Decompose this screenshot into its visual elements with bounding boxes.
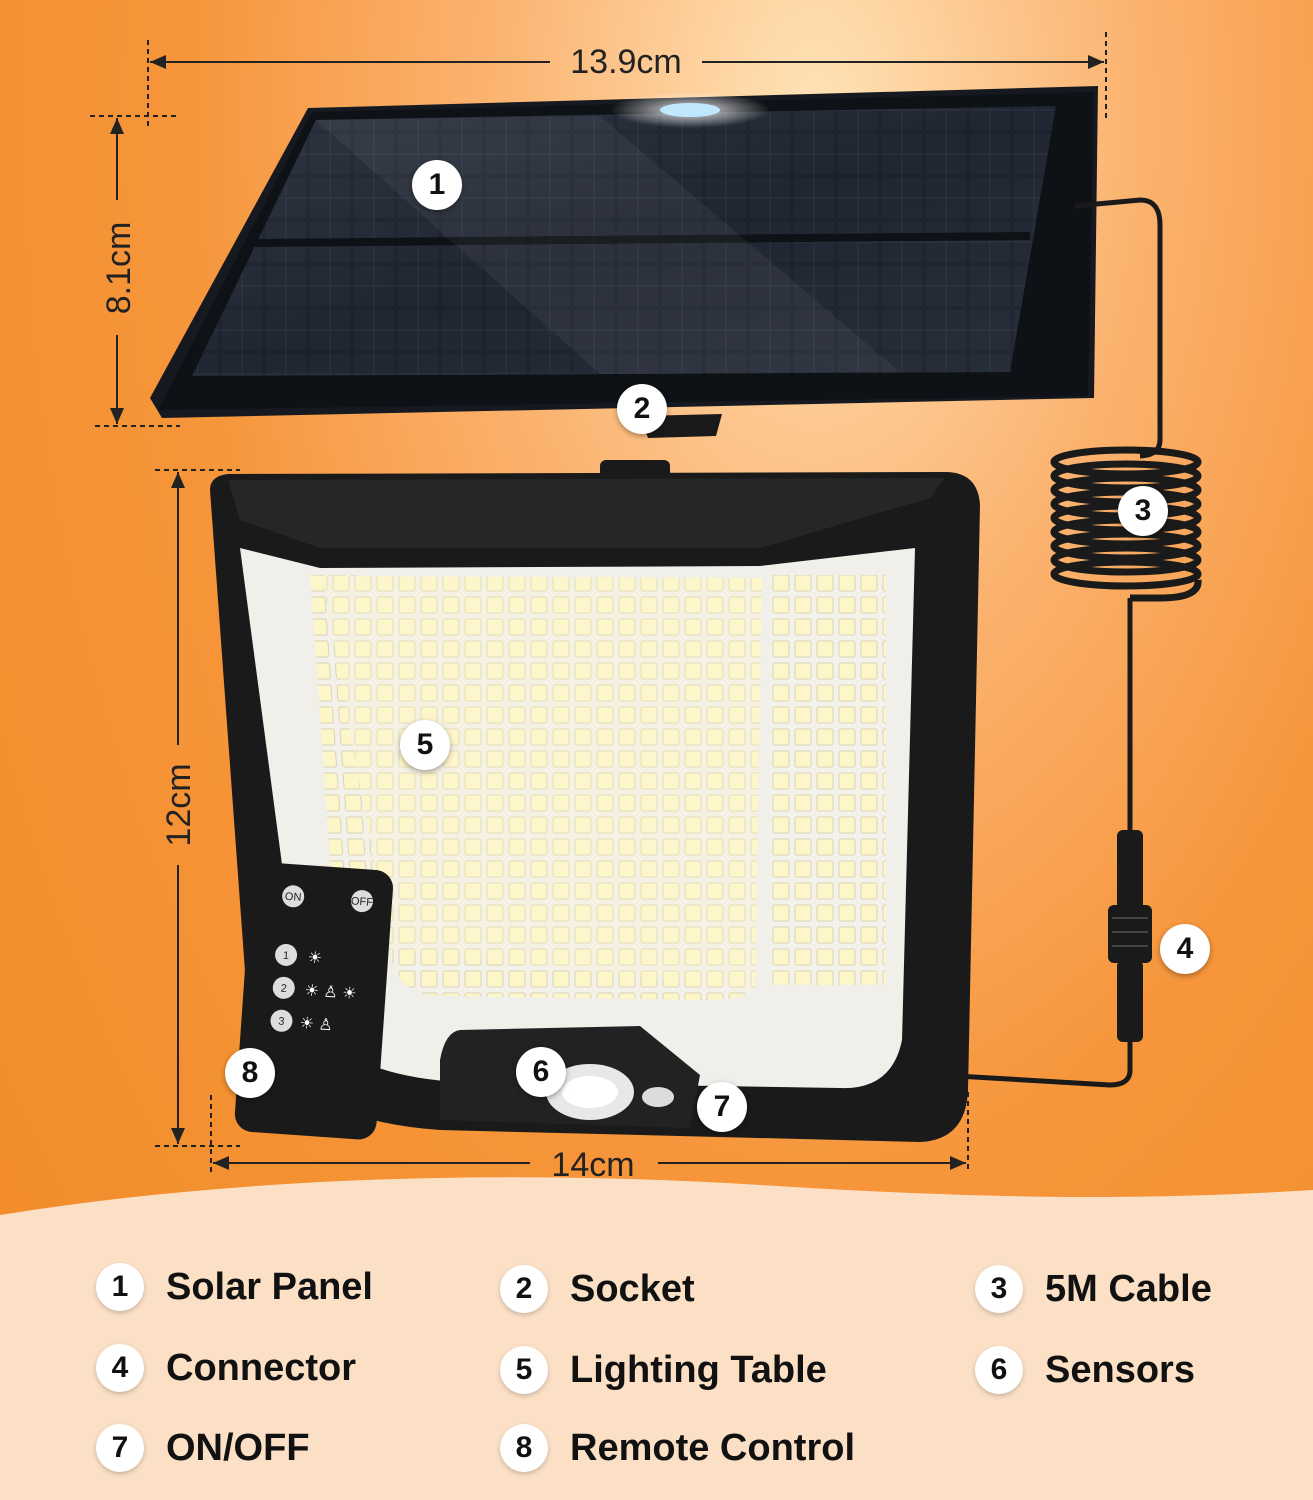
light-housing <box>210 472 980 1142</box>
legend-number: 4 <box>96 1344 144 1392</box>
sun-icon: ☀ <box>307 949 322 967</box>
callout-3: 3 <box>1118 486 1168 536</box>
legend-label: Lighting Table <box>570 1348 827 1391</box>
callout-7: 7 <box>697 1082 747 1132</box>
solar-panel <box>150 86 1098 418</box>
legend-label: Solar Panel <box>166 1265 373 1308</box>
panel-width-label: 13.9cm <box>570 43 682 81</box>
dimension-light-width <box>210 1092 969 1172</box>
panel-height-label: 8.1cm <box>100 222 138 315</box>
callout-6: 6 <box>516 1047 566 1097</box>
callout-4: 4 <box>1160 924 1210 974</box>
legend-number: 1 <box>96 1263 144 1311</box>
legend-number: 3 <box>975 1265 1023 1313</box>
legend-item-remote-control: 8 Remote Control <box>500 1424 855 1472</box>
legend-item-socket: 2 Socket <box>500 1265 695 1313</box>
sun-motion-icon: ☀ ♙ ☀ <box>304 982 357 1003</box>
sun-motion-icon: ☀ ♙ <box>299 1015 333 1034</box>
legend-item-lighting-table: 5 Lighting Table <box>500 1346 827 1394</box>
light-width-label: 14cm <box>551 1146 634 1184</box>
legend-label: 5M Cable <box>1045 1267 1212 1310</box>
remote-off-label: OFF <box>351 895 374 909</box>
legend-number: 2 <box>500 1265 548 1313</box>
remote-mode-2: 2 <box>280 983 287 995</box>
legend-number: 7 <box>96 1424 144 1472</box>
light-height-label: 12cm <box>160 763 198 846</box>
remote-mode-3: 3 <box>278 1016 285 1028</box>
onoff-button <box>642 1087 674 1107</box>
connector <box>1108 830 1152 1042</box>
legend-item-connector: 4 Connector <box>96 1344 356 1392</box>
remote-mode-1: 1 <box>283 950 290 962</box>
callout-8: 8 <box>225 1048 275 1098</box>
callout-5: 5 <box>400 720 450 770</box>
legend-item-solar-panel: 1 Solar Panel <box>96 1263 373 1311</box>
legend-item-5m-cable: 3 5M Cable <box>975 1265 1212 1313</box>
callout-2: 2 <box>617 384 667 434</box>
legend-label: Socket <box>570 1267 695 1310</box>
legend: 1 Solar Panel 2 Socket 3 5M Cable 4 Conn… <box>0 1255 1313 1500</box>
remote-on-label: ON <box>284 891 301 904</box>
dimension-light-height <box>155 469 240 1147</box>
legend-number: 6 <box>975 1346 1023 1394</box>
dimension-panel-height <box>90 115 180 427</box>
remote-control: ON OFF 1 2 3 ☀ ☀ ♙ ☀ ☀ ♙ <box>234 862 393 1140</box>
legend-label: Connector <box>166 1346 356 1389</box>
legend-item-sensors: 6 Sensors <box>975 1346 1195 1394</box>
legend-item-onoff: 7 ON/OFF <box>96 1424 310 1472</box>
legend-label: Remote Control <box>570 1426 855 1469</box>
dimension-panel-width <box>147 32 1107 128</box>
callout-1: 1 <box>412 160 462 210</box>
legend-label: ON/OFF <box>166 1426 310 1469</box>
legend-label: Sensors <box>1045 1348 1195 1391</box>
legend-band <box>0 1177 1313 1500</box>
legend-number: 5 <box>500 1346 548 1394</box>
legend-number: 8 <box>500 1424 548 1472</box>
